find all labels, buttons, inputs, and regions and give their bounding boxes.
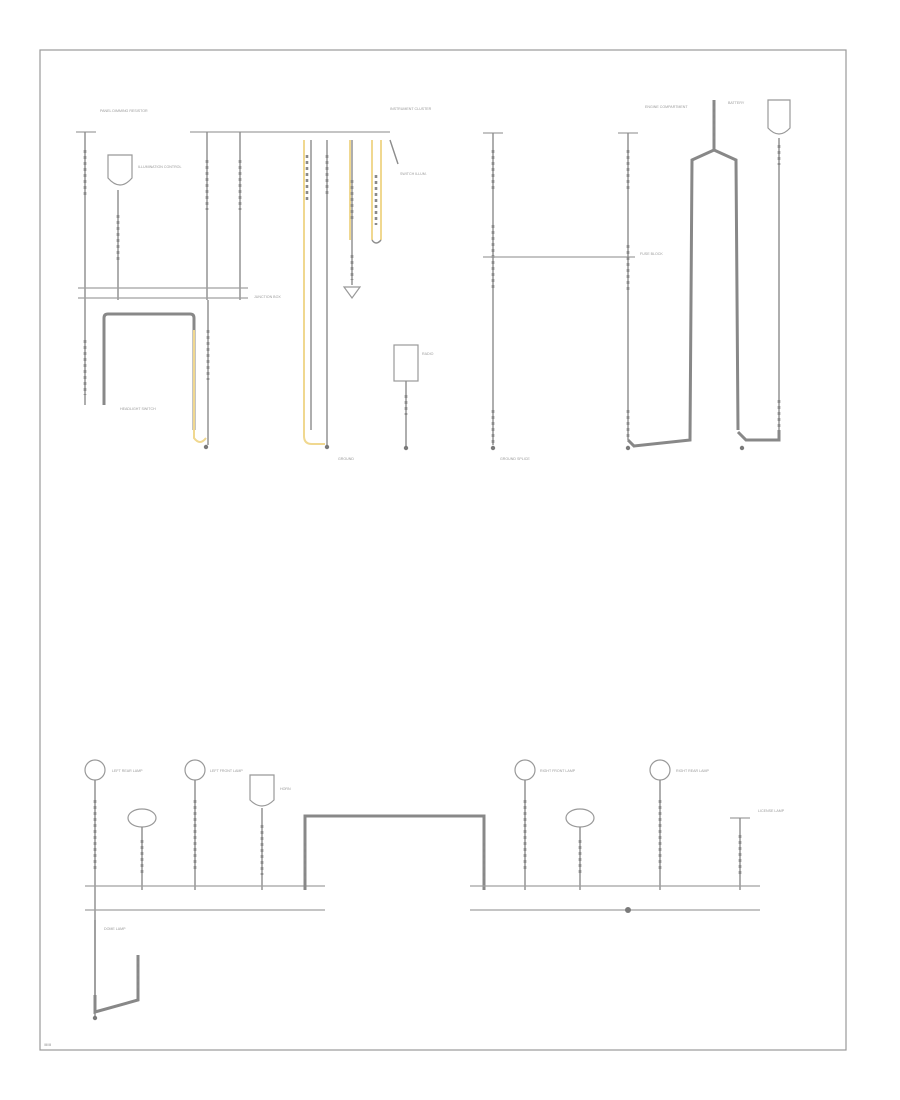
resistor-icon [107, 154, 133, 186]
label-horn: HORN [280, 787, 291, 791]
horn-icon [249, 774, 275, 807]
label-illumination: ILLUMINATION CONTROL [138, 165, 181, 169]
lamp-icon [184, 759, 206, 781]
illumination-wires [303, 139, 399, 450]
fuse-icon [767, 99, 791, 135]
top-right-circuit [483, 99, 791, 451]
bottom-left-circuit [84, 759, 486, 1021]
switch-icon [393, 344, 419, 382]
label-instrument-cluster: INSTRUMENT CLUSTER [390, 107, 432, 111]
label-panel-dimming: PANEL DIMMING RESISTOR [100, 109, 148, 113]
label-battery: BATTERY [728, 101, 745, 105]
lamp-icon [649, 759, 671, 781]
label-switch-illum: SWITCH ILLUM. [400, 172, 427, 176]
label-ground-splice: GROUND SPLICE [500, 457, 530, 461]
lamp-icon [127, 808, 157, 828]
label-fuse-block: FUSE BLOCK [640, 252, 663, 256]
label-ground: GROUND [338, 457, 354, 461]
label-headlight-switch: HEADLIGHT SWITCH [120, 407, 156, 411]
corner-label: lllllllll [44, 1043, 51, 1047]
label-left-front-lamp: LEFT FRONT LAMP [210, 769, 243, 773]
switch-component [393, 344, 419, 451]
label-junction-box: JUNCTION BOX [254, 295, 281, 299]
label-right-rear-lamp: RIGHT REAR LAMP [676, 769, 709, 773]
label-engine-compartment: ENGINE COMPARTMENT [645, 105, 688, 109]
lamp-icon [514, 759, 536, 781]
label-radio: RADIO [422, 352, 434, 356]
label-dome-lamp: DOME LAMP [104, 927, 126, 931]
label-left-rear-lamp: LEFT REAR LAMP [112, 769, 143, 773]
lamp-icon [84, 759, 106, 781]
bottom-right-circuit [470, 759, 760, 913]
label-right-front-lamp: RIGHT FRONT LAMP [540, 769, 576, 773]
component-labels: PANEL DIMMING RESISTOR ILLUMINATION CONT… [100, 101, 785, 931]
top-left-circuit [76, 131, 390, 450]
lamp-icon [565, 808, 595, 828]
label-license-lamp: LICENSE LAMP [758, 809, 785, 813]
diagram-frame [39, 49, 847, 1051]
